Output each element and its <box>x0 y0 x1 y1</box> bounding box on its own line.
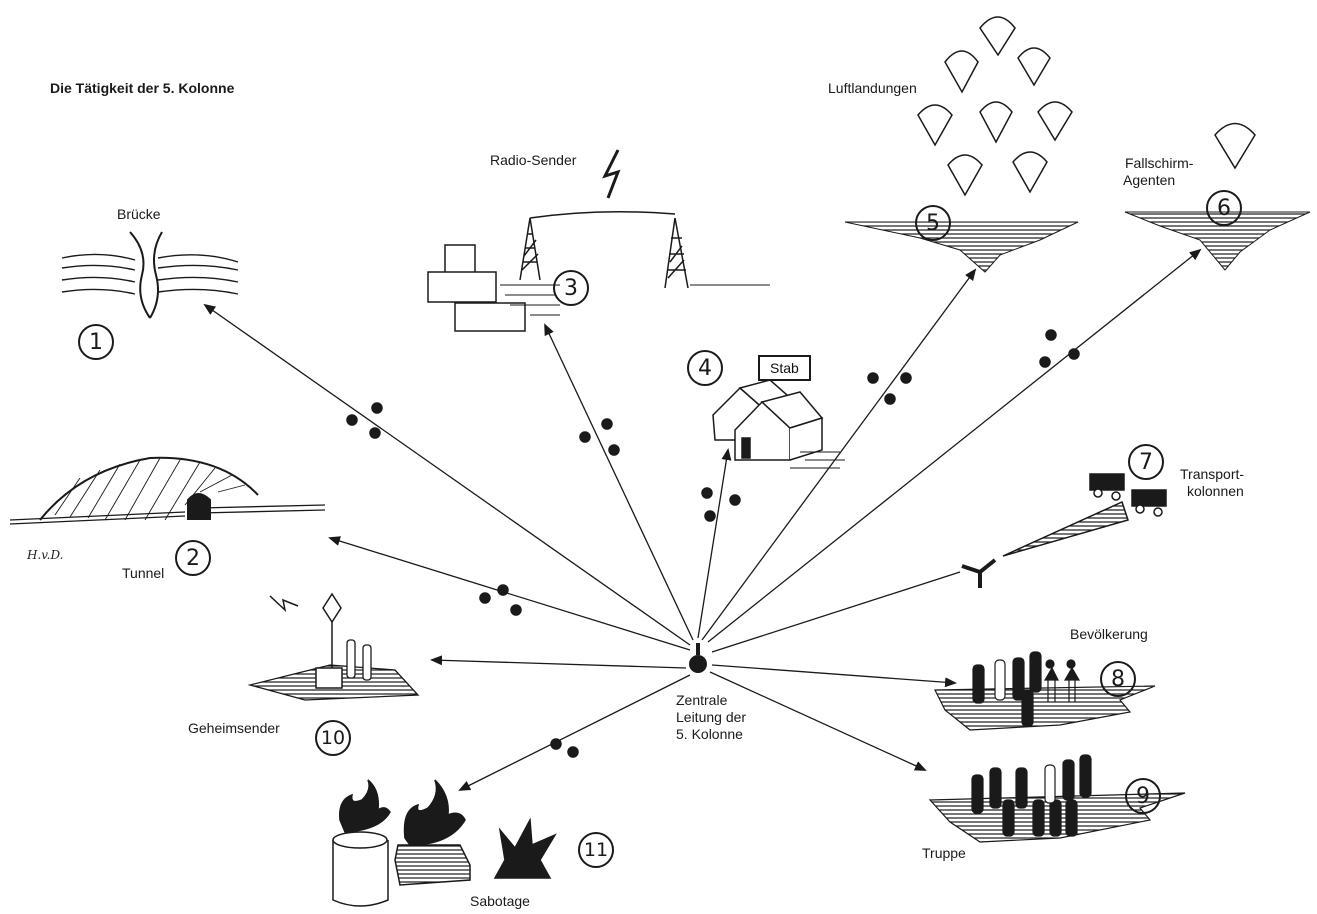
arrow-to-staff <box>697 448 732 639</box>
agents-sabotage-path <box>550 738 579 758</box>
parachute-icon <box>1037 101 1073 142</box>
parachute-icon <box>979 101 1013 144</box>
label-radio-sender: Radio-Sender <box>490 152 577 168</box>
parachute-icon <box>947 154 983 197</box>
troops-drawing <box>928 754 1186 843</box>
arrow-to-tunnel <box>328 536 691 651</box>
label-secret-transmitter: Geheimsender <box>188 720 280 736</box>
sabotage-drawing <box>332 779 557 907</box>
label-tunnel: Tunnel <box>122 565 165 581</box>
population-drawing <box>934 651 1156 731</box>
number-4: 4 <box>687 350 723 386</box>
agents-airlanding-path <box>867 372 912 405</box>
label-bridge: Brücke <box>117 206 161 222</box>
secret-transmitter-drawing <box>247 592 420 701</box>
arrow-to-sabotage <box>458 674 691 791</box>
label-sabotage: Sabotage <box>470 893 530 909</box>
central-command-line2: Leitung der <box>676 709 747 725</box>
arrow-to-troops <box>709 671 927 771</box>
arrow-to-agents <box>707 248 1202 643</box>
truck-icon <box>1131 489 1167 517</box>
arrow-to-radio <box>544 323 694 641</box>
label-airlanding: Luftlandungen <box>828 80 917 96</box>
diagram-title: Die Tätigkeit der 5. Kolonne <box>50 80 235 96</box>
label-transport-line1: Transport- <box>1180 466 1245 482</box>
label-troops: Truppe <box>922 845 966 861</box>
arrow-to-bridge <box>203 303 691 646</box>
number-9: 9 <box>1125 778 1161 814</box>
arrow-to-transport <box>711 571 961 653</box>
number-8: 8 <box>1100 661 1136 697</box>
number-10: 10 <box>315 720 351 756</box>
fire-icon <box>339 779 391 833</box>
agents-staff-path <box>701 487 741 522</box>
central-command-line1: Zentrale <box>676 692 728 708</box>
agent-markers <box>346 329 1080 758</box>
radio-transmitter-drawing <box>427 149 770 332</box>
central-command-icon <box>689 643 707 673</box>
label-central-command: Zentrale Leitung der 5. Kolonne <box>676 692 746 743</box>
number-7: 7 <box>1128 444 1164 480</box>
arrow-to-airlanding <box>701 268 977 641</box>
airlanding-drawing <box>844 16 1079 273</box>
arrow-to-population <box>711 664 957 688</box>
parachute-icon <box>944 50 979 94</box>
parachute-icon <box>979 16 1016 57</box>
fire-icon <box>403 779 466 846</box>
central-command-line3: 5. Kolonne <box>676 726 743 742</box>
truck-icon <box>1089 473 1125 501</box>
agents-drawing <box>1124 122 1311 271</box>
label-population: Bevölkerung <box>1070 626 1148 642</box>
agents-bridge-path <box>346 402 383 439</box>
tunnel-drawing <box>9 456 326 525</box>
parachute-icon <box>1017 47 1051 87</box>
staff-house-drawing <box>712 379 845 469</box>
parachute-icon <box>1214 122 1256 170</box>
agents-agents-path <box>1039 329 1080 368</box>
label-agents-line1: Fallschirm- <box>1125 155 1194 171</box>
label-staff: Stab <box>758 355 811 381</box>
number-6: 6 <box>1206 190 1242 226</box>
number-3: 3 <box>553 270 589 306</box>
parachute-icon <box>1012 151 1048 194</box>
agents-tunnel-path <box>479 584 522 616</box>
label-agents-line2: Agenten <box>1123 172 1176 188</box>
number-1: 1 <box>78 324 114 360</box>
label-transport-line2: kolonnen <box>1187 483 1244 499</box>
number-2: 2 <box>175 540 211 576</box>
parachute-icon <box>917 104 953 147</box>
number-5: 5 <box>915 205 951 241</box>
agents-radio-path <box>579 418 620 456</box>
bridge-drawing <box>61 231 239 319</box>
artist-signature: H.v.D. <box>27 548 64 562</box>
arrows <box>203 248 1202 791</box>
transport-drawing <box>961 473 1167 588</box>
arrow-to-secret-transmitter <box>430 655 687 669</box>
number-11: 11 <box>578 832 614 868</box>
